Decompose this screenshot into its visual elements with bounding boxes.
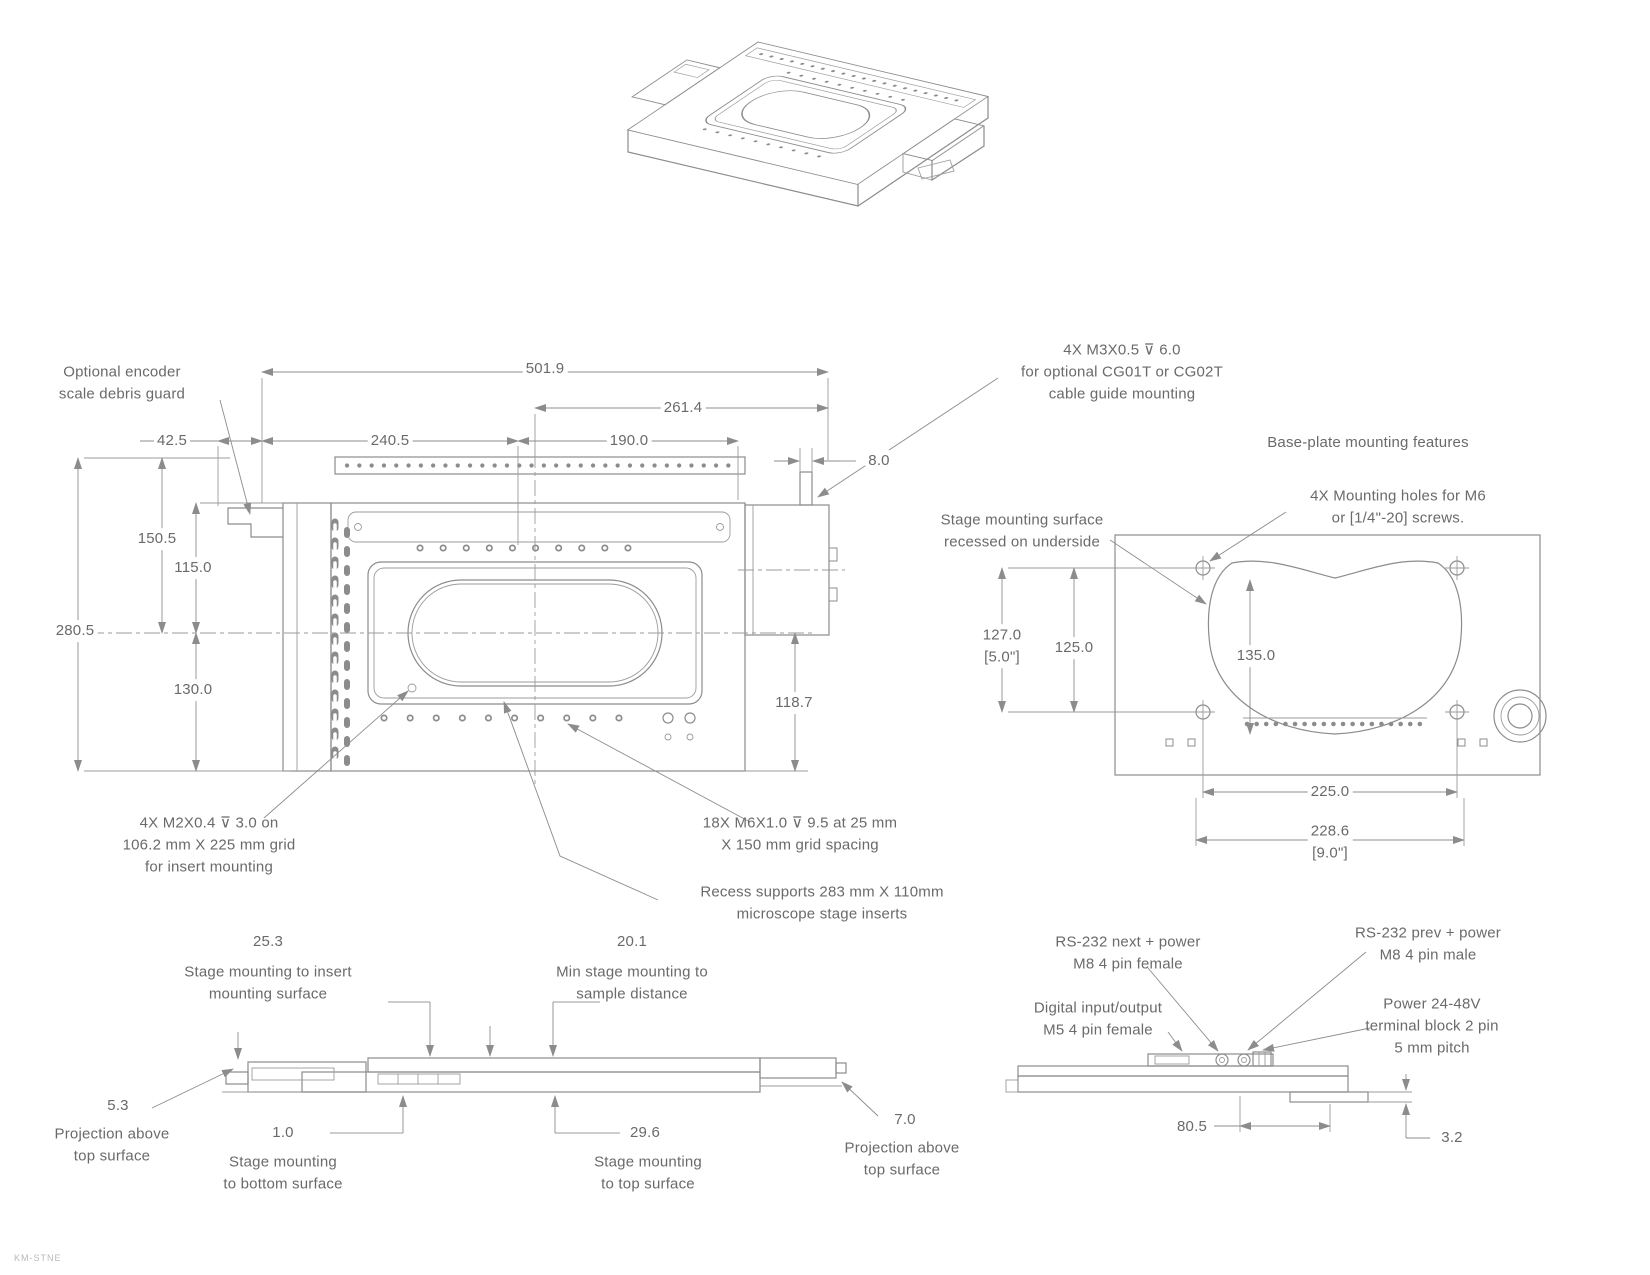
note-cable-guide: 4X M3X0.5 ⊽ 6.0 for optional CG01T or CG… <box>1021 341 1223 402</box>
note-top-surface: Stage mounting to top surface <box>594 1153 702 1192</box>
plan-view <box>60 452 845 788</box>
note-debris-guard: Optional encoder scale debris guard <box>58 363 186 402</box>
note-projection-left: Projection above top surface <box>54 1125 170 1164</box>
drawing-code: KM-STNE <box>14 1253 62 1263</box>
note-digital-io: Digital input/output M5 4 pin female <box>1033 999 1163 1038</box>
dim-tab-width: 8.0 <box>865 450 893 472</box>
side-left-dimensions <box>151 1001 879 1134</box>
note-projection-right: Projection above top surface <box>844 1139 960 1178</box>
note-rs232-next: RS-232 next + power M8 4 pin female <box>1055 933 1201 972</box>
baseplate-title: Base-plate mounting features <box>1267 434 1469 452</box>
dim-surface-height: 135.0 <box>1233 645 1279 667</box>
note-mounting-holes: 4X Mounting holes for M6 or [1/4"-20] sc… <box>1310 487 1486 526</box>
note-power: Power 24-48V terminal block 2 pin 5 mm p… <box>1365 995 1499 1056</box>
dim-center-to-bottom: 130.0 <box>170 679 216 701</box>
dim-overall-width: 501.9 <box>522 358 568 380</box>
dim-hole-pitch-v: 127.0 [5.0"] <box>979 624 1025 668</box>
side-right-dimensions <box>1147 951 1430 1139</box>
dim-left-span: 240.5 <box>367 430 413 452</box>
note-bottom-surface: Stage mounting to bottom surface <box>223 1153 343 1192</box>
dim-top-to-center: 150.5 <box>134 528 180 550</box>
dim-projection-left: 5.3 <box>104 1095 132 1117</box>
dim-center-to-bottom-right: 118.7 <box>772 692 816 714</box>
baseplate-view <box>1114 534 1547 776</box>
dim-bottom-surface: 1.0 <box>269 1122 297 1144</box>
dim-sample-distance: 20.1 <box>614 931 650 953</box>
side-view-left <box>222 1057 847 1093</box>
dim-overall-height: 280.5 <box>52 620 98 642</box>
dim-insert-surface: 25.3 <box>250 931 286 953</box>
dim-recess-height: 125.0 <box>1051 637 1097 659</box>
baseplate-dimensions <box>998 511 1465 846</box>
isometric-view <box>626 41 989 207</box>
dim-right-span: 190.0 <box>606 430 652 452</box>
dim-hole-pitch-h: 225.0 <box>1307 781 1353 803</box>
note-insert-mounting: 4X M2X0.4 ⊽ 3.0 on 106.2 mm X 225 mm gri… <box>122 814 296 875</box>
note-insert-surface: Stage mounting to insert mounting surfac… <box>184 963 352 1002</box>
note-sample-distance: Min stage mounting to sample distance <box>556 963 708 1002</box>
dim-guard-offset: 42.5 <box>154 430 190 452</box>
dim-top-surface: 29.6 <box>627 1122 663 1144</box>
note-recess: Recess supports 283 mm X 110mm microscop… <box>700 883 944 922</box>
dim-edge-to-center: 115.0 <box>171 557 215 579</box>
note-grid-spacing: 18X M6X1.0 ⊽ 9.5 at 25 mm X 150 mm grid … <box>702 814 898 853</box>
side-view-right <box>1005 1051 1369 1103</box>
dim-overall-span: 228.6 [9.0"] <box>1307 820 1353 864</box>
dim-center-to-right: 261.4 <box>660 397 706 419</box>
dim-projection-right: 7.0 <box>891 1109 919 1131</box>
dim-rail-thickness: 3.2 <box>1438 1127 1466 1149</box>
note-recessed-surface: Stage mounting surface recessed on under… <box>940 511 1104 550</box>
note-rs232-prev: RS-232 prev + power M8 4 pin male <box>1355 924 1501 963</box>
dim-connector-span: 80.5 <box>1174 1116 1210 1138</box>
